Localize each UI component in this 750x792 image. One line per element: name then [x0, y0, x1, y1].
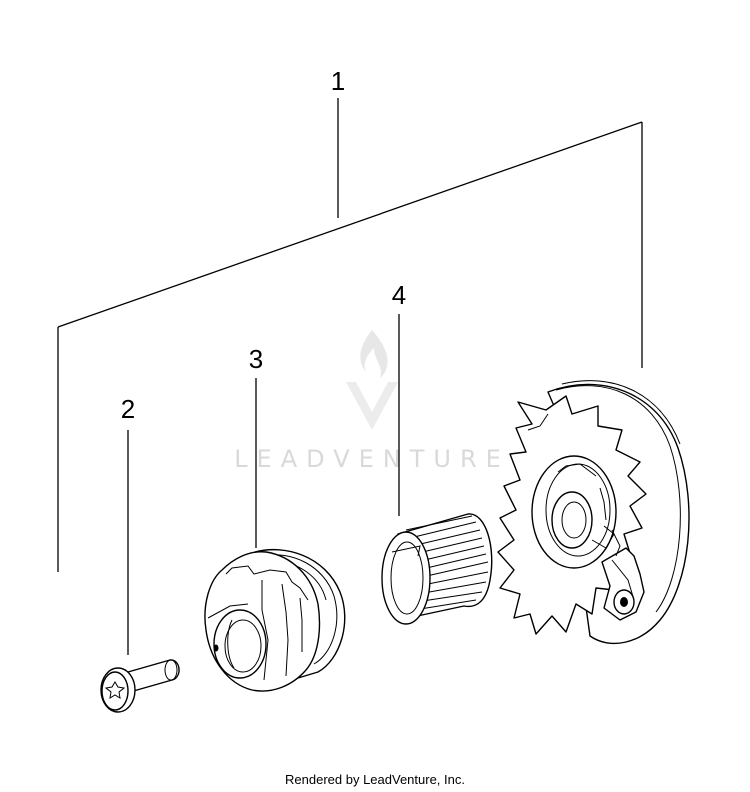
ratchet-drum-part	[497, 380, 690, 645]
screw-part	[100, 659, 180, 713]
pulley-part	[204, 548, 346, 692]
callout-4: 4	[392, 280, 406, 310]
torx-recess-icon	[104, 681, 126, 699]
spring-part	[381, 513, 493, 625]
footer-credit: Rendered by LeadVenture, Inc.	[285, 772, 465, 787]
flame-v-logo-icon	[346, 330, 398, 430]
callout-2: 2	[121, 394, 135, 424]
assembly-bracket	[57, 98, 643, 572]
callout-3: 3	[249, 344, 263, 374]
callout-1: 1	[331, 66, 345, 96]
watermark-text: LEADVENTURE	[234, 445, 510, 473]
